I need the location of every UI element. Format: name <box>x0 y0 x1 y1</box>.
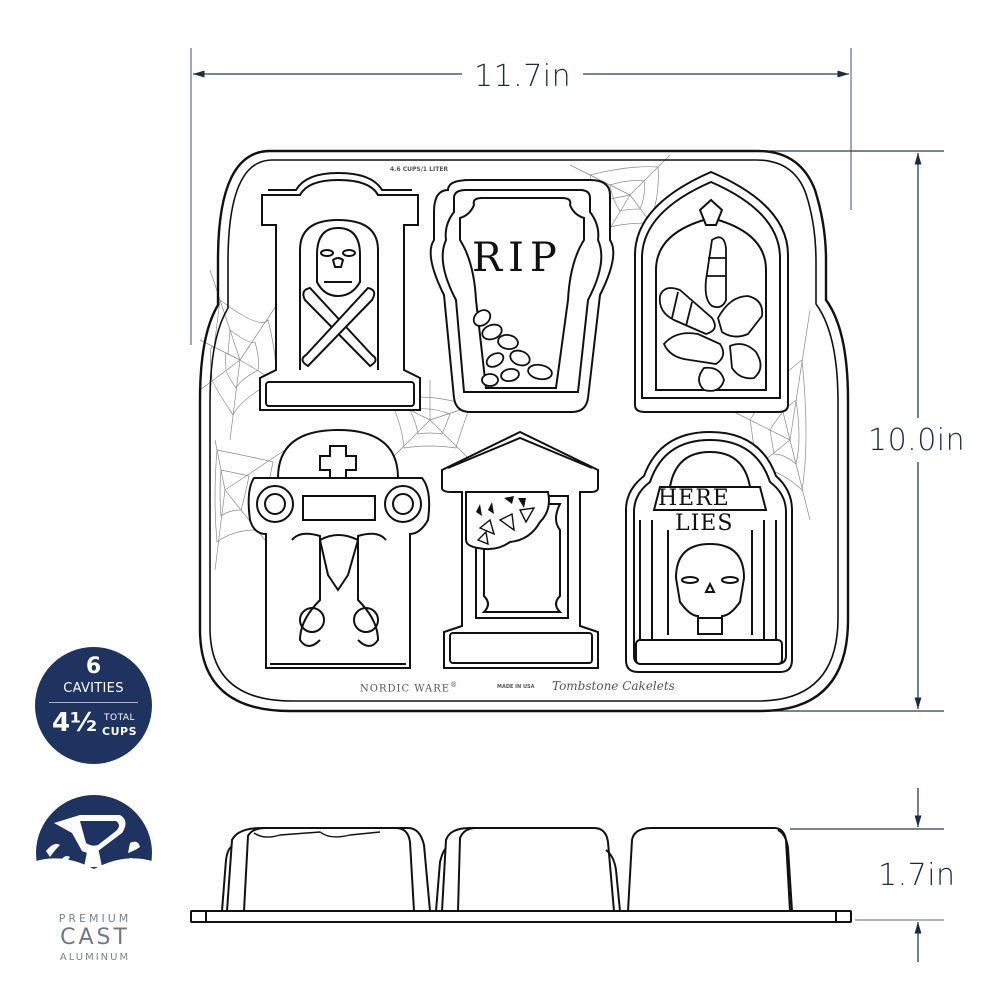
rip-engraving: RIP <box>472 235 563 281</box>
cavity-crypt-door <box>441 430 599 669</box>
pouring-ladle-icon <box>36 795 152 925</box>
registered-mark: ® <box>450 681 459 689</box>
capacity-stamp: 4.6 CUPS/1 LITER <box>390 166 449 173</box>
cavities-count: 6 <box>85 654 102 679</box>
cavity-skull-column <box>259 171 421 411</box>
height-dimension-label: 10.0in <box>866 422 968 460</box>
width-dimension-lines <box>190 48 852 345</box>
pan-outline <box>198 149 850 713</box>
made-in-stamp: MADE IN USA <box>497 684 535 690</box>
brand-name: NORDIC WARE <box>360 683 451 695</box>
here-engraving: HERE <box>658 486 730 511</box>
height-dimension-lines <box>763 150 944 712</box>
badge-divider <box>49 702 138 703</box>
brand-stamp: NORDIC WARE® <box>360 682 458 694</box>
material-line-premium: PREMIUM <box>58 912 132 925</box>
cups-amount: 4½ <box>52 708 98 738</box>
cavities-cups-badge: 6 CAVITIES 4½ TOTAL CUPS <box>35 647 152 764</box>
depth-dimension-lines <box>790 788 944 962</box>
lies-engraving: LIES <box>675 511 734 536</box>
product-name-stamp: Tombstone Cakelets <box>552 679 675 693</box>
cavities-label: CAVITIES <box>63 681 124 696</box>
cups-total-label: TOTAL <box>104 713 136 723</box>
cavity-gothic-worms <box>634 170 789 413</box>
cavity-ionic-column <box>247 428 431 669</box>
cavity-rip <box>429 179 615 413</box>
cavity-here-lies <box>625 430 793 673</box>
material-line-aluminum: ALUMINUM <box>59 952 131 963</box>
material-line-cast: CAST <box>60 925 130 950</box>
width-dimension-label: 11.7in <box>468 62 578 92</box>
depth-dimension-label: 1.7in <box>878 858 956 893</box>
cups-label: CUPS <box>102 725 137 738</box>
pan-side-view <box>190 827 852 923</box>
